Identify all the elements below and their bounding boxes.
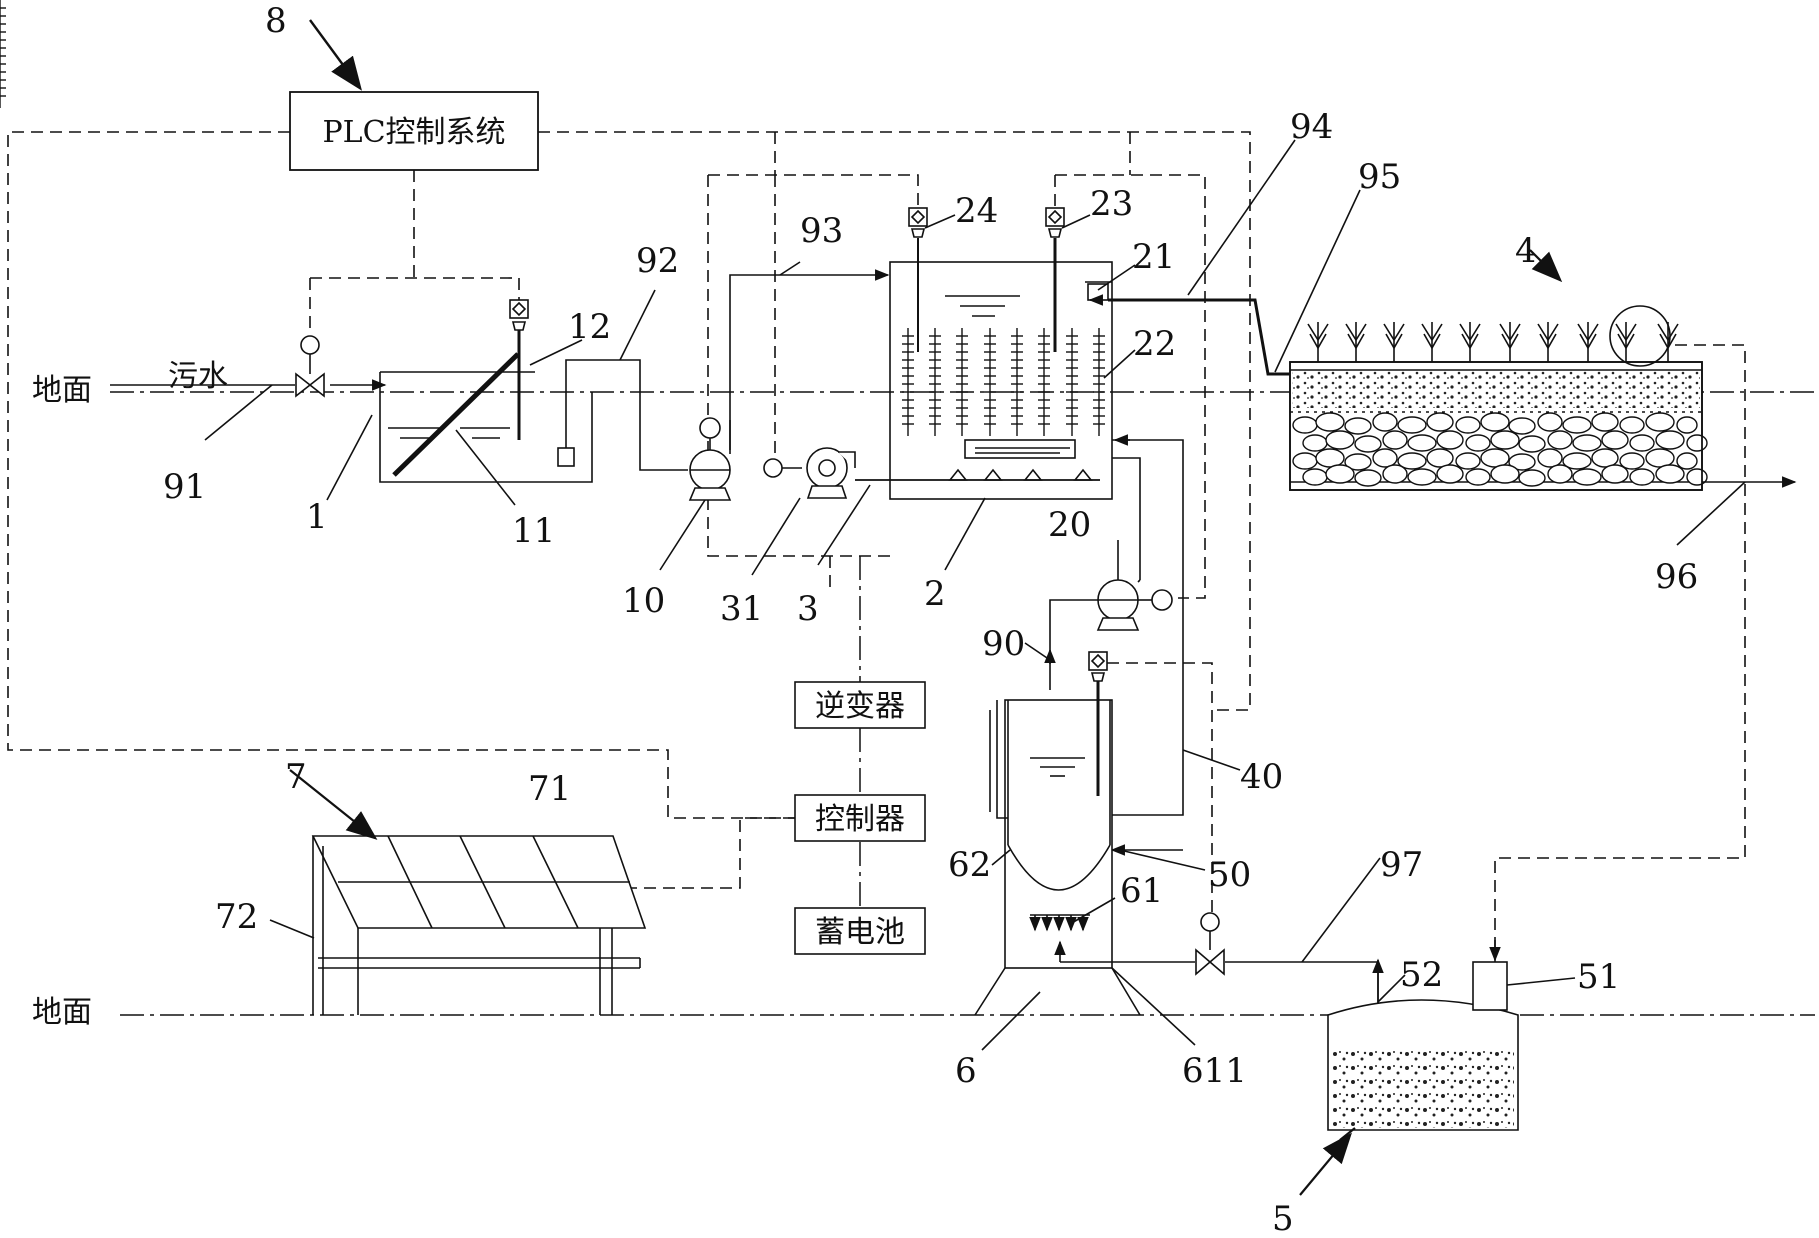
label-22: 22 — [1133, 324, 1176, 364]
label-40: 40 — [1240, 757, 1283, 797]
ground-label-top: 地面 — [32, 373, 92, 408]
wetland-plants — [1307, 305, 1679, 367]
inverter-label: 逆变器 — [815, 689, 905, 724]
pump-10 — [688, 417, 732, 501]
label-93: 93 — [800, 211, 843, 251]
sensor-23 — [1045, 207, 1065, 238]
pipe-92 — [565, 359, 688, 471]
label-2: 2 — [924, 574, 946, 614]
label-91: 91 — [163, 467, 206, 507]
tank-5 — [1327, 961, 1519, 1131]
label-10: 10 — [622, 581, 665, 621]
label-90: 90 — [982, 624, 1025, 664]
sensor-24 — [908, 207, 928, 238]
label-31: 31 — [720, 589, 763, 629]
gravel-layer — [1292, 412, 1708, 487]
label-51: 51 — [1577, 957, 1620, 997]
tank-2 — [889, 238, 1113, 500]
label-5: 5 — [1272, 1199, 1294, 1238]
label-61: 61 — [1120, 871, 1163, 911]
label-3: 3 — [797, 589, 819, 629]
tank-1 — [379, 352, 593, 483]
label-62: 62 — [948, 845, 991, 885]
label-7: 7 — [285, 757, 307, 797]
plc-label: PLC控制系统 — [322, 115, 505, 150]
motor-valve-inlet — [295, 335, 325, 398]
label-11: 11 — [512, 511, 555, 551]
motor-valve-97 — [1195, 912, 1225, 976]
label-20: 20 — [1048, 505, 1091, 545]
battery-box: 蓄电池 — [794, 907, 926, 955]
label-95: 95 — [1358, 157, 1401, 197]
controller-box: 控制器 — [794, 794, 926, 842]
plc-control-system: PLC控制系统 — [289, 91, 539, 171]
label-21: 21 — [1132, 237, 1175, 277]
inverter-box: 逆变器 — [794, 681, 926, 729]
sensor-tank6 — [1088, 651, 1108, 682]
label-92: 92 — [636, 241, 679, 281]
label-23: 23 — [1090, 184, 1133, 224]
blower-31 — [763, 447, 856, 499]
label-1: 1 — [306, 497, 328, 537]
battery-label: 蓄电池 — [815, 915, 905, 950]
label-97: 97 — [1380, 845, 1423, 885]
number-labels: 8 94 95 24 23 93 92 21 12 22 4 91 1 11 1… — [163, 1, 1698, 1238]
label-4: 4 — [1515, 231, 1537, 271]
label-8: 8 — [265, 1, 287, 41]
pump-20 — [1096, 579, 1173, 631]
fiber-media — [0, 0, 1106, 437]
sewage-label: 污水 — [168, 359, 228, 394]
label-71: 71 — [528, 769, 571, 809]
label-24: 24 — [955, 191, 998, 231]
controller-label: 控制器 — [815, 802, 905, 837]
leader-lines — [204, 139, 1746, 1051]
label-94: 94 — [1290, 107, 1333, 147]
label-12: 12 — [568, 307, 611, 347]
solar-panel-7 — [311, 835, 647, 1015]
label-611: 611 — [1182, 1051, 1247, 1091]
label-96: 96 — [1655, 557, 1698, 597]
label-50: 50 — [1208, 855, 1251, 895]
level-sensor-12 — [509, 299, 529, 440]
control-lines — [7, 131, 1746, 982]
pipe-94 — [1108, 298, 1290, 376]
label-52: 52 — [1400, 955, 1443, 995]
label-6: 6 — [955, 1051, 977, 1091]
label-72: 72 — [215, 897, 258, 937]
ground-label-bottom: 地面 — [32, 995, 92, 1030]
tank-6 — [974, 680, 1379, 1016]
